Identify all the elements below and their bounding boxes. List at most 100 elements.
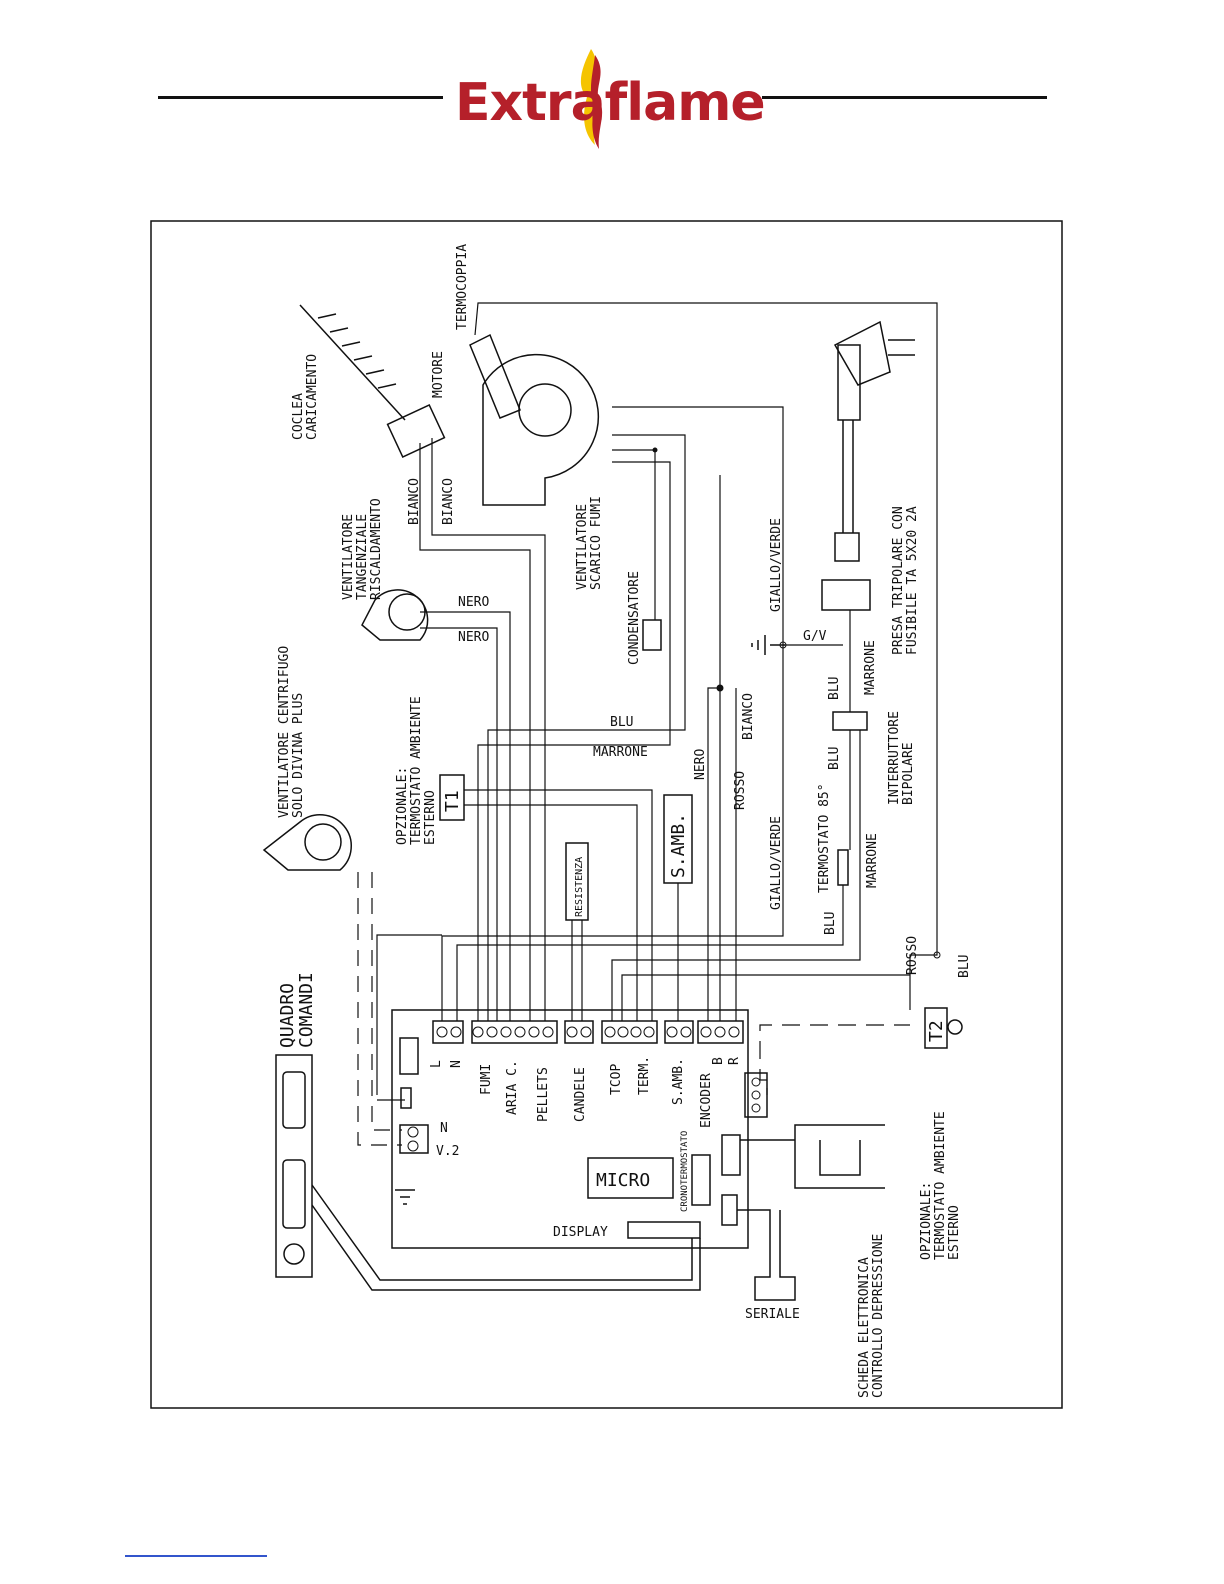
screw-pellets-1 <box>528 1026 540 1038</box>
thermocouple-probe <box>469 333 521 419</box>
label-term-tcop: TCOP <box>609 1064 624 1095</box>
power-plug <box>833 320 915 386</box>
screw-fumi-2 <box>486 1026 498 1038</box>
label-nero-1: NERO <box>458 595 489 610</box>
t2-thermostat <box>924 1007 948 1049</box>
terminal-block-candele <box>564 1020 594 1044</box>
terminal-block-samb <box>664 1020 694 1044</box>
label-resistenza: RESISTENZA <box>574 857 585 917</box>
power-socket <box>821 579 871 611</box>
screw-term-1 <box>630 1026 642 1038</box>
label-condensatore: CONDENSATORE <box>627 571 642 665</box>
label-v2-v: V.2 <box>436 1144 459 1159</box>
screw-fumi-1 <box>472 1026 484 1038</box>
t1-thermostat <box>439 774 465 821</box>
screw-enc-b <box>714 1026 726 1038</box>
label-seriale: SERIALE <box>745 1307 800 1322</box>
seriale-connector <box>721 1194 738 1226</box>
ground-symbol <box>751 635 785 655</box>
screw-pellets-2 <box>542 1026 554 1038</box>
label-term-b: B <box>711 1057 726 1065</box>
brand-name: Extraflame <box>455 73 766 133</box>
label-bianco-2: BIANCO <box>441 478 456 525</box>
label-marrone-3: MARRONE <box>593 745 648 760</box>
flame-icon <box>580 49 603 149</box>
seriale-cable <box>737 1209 796 1301</box>
label-blu-2: BLU <box>827 747 842 770</box>
terminal-block-power <box>432 1020 464 1044</box>
label-vc-2: SOLO DIVINA PLUS <box>291 693 306 818</box>
screw-t2-1 <box>751 1077 761 1087</box>
label-display: DISPLAY <box>553 1225 608 1240</box>
terminal-block-sensors <box>601 1020 658 1044</box>
safety-thermostat-85 <box>837 849 849 886</box>
display-connector <box>627 1221 701 1239</box>
label-bianco-3: BIANCO <box>741 693 756 740</box>
screw-candele-1 <box>566 1026 578 1038</box>
label-opz1-2: TERMOSTATO AMBIENTE <box>409 696 424 845</box>
footer-link-underline[interactable] <box>125 1555 267 1557</box>
label-term-candele: CANDELE <box>573 1067 588 1122</box>
label-marrone-1: MARRONE <box>863 640 878 695</box>
t2-bulb <box>947 1019 963 1035</box>
screw-tcop-1 <box>604 1026 616 1038</box>
screw-term-2 <box>643 1026 655 1038</box>
label-term-samb: S.AMB. <box>671 1058 686 1105</box>
crono-connector <box>691 1154 711 1206</box>
terminal-block-v2 <box>399 1124 429 1154</box>
label-quadro-2: COMANDI <box>296 972 317 1048</box>
screw-v2-2 <box>407 1140 419 1152</box>
junction-blu <box>933 951 941 959</box>
label-presa-2: FUSIBILE TA 5X20 2A <box>905 506 920 655</box>
bipolar-switch <box>832 711 868 731</box>
label-t1: T1 <box>442 790 463 812</box>
label-vt-2: TANGENZIALE <box>355 514 370 600</box>
label-interruttore-1: INTERRUTTORE <box>887 711 902 805</box>
tangential-fan-hub <box>388 593 426 631</box>
label-opz1-1: OPZIONALE: <box>395 767 410 845</box>
label-opz2-3: ESTERNO <box>947 1205 962 1260</box>
screw-t2-3 <box>751 1103 761 1113</box>
label-term-pellets: PELLETS <box>536 1067 551 1122</box>
diagram-frame <box>150 220 1063 1409</box>
label-s-amb-box: S.AMB. <box>668 813 689 878</box>
panel-cable <box>311 1184 701 1291</box>
label-vc-1: VENTILATORE CENTRIFUGO <box>277 646 292 818</box>
power-cord <box>837 344 861 533</box>
junction-cond <box>652 447 658 453</box>
label-term-aria: ARIA C. <box>505 1060 520 1115</box>
terminal-block-loads <box>471 1020 558 1044</box>
label-nero-3: NERO <box>693 749 708 780</box>
screw-candele-2 <box>580 1026 592 1038</box>
label-v2-n: N <box>440 1121 448 1136</box>
ignition-resistor <box>565 842 589 921</box>
label-scheda-2: CONTROLLO DEPRESSIONE <box>871 1234 886 1398</box>
label-vt-1: VENTILATORE <box>341 514 356 600</box>
label-term-term: TERM. <box>637 1056 652 1095</box>
brand-logo: Extraflame <box>455 45 766 160</box>
label-term-n: N <box>449 1060 464 1068</box>
label-bianco-1: BIANCO <box>407 478 422 525</box>
label-t2: T2 <box>926 1020 947 1042</box>
board-fuse-block <box>399 1037 419 1075</box>
screw-enc-r <box>728 1026 740 1038</box>
label-blu-5: BLU <box>610 715 633 730</box>
board-ground-symbol <box>395 1189 415 1205</box>
pressure-sensor <box>740 1124 885 1189</box>
screw-samb-2 <box>680 1026 692 1038</box>
screw-tcop-2 <box>617 1026 629 1038</box>
tangential-fan <box>361 589 429 641</box>
control-board <box>391 1009 749 1249</box>
header-rule-right <box>762 96 1047 99</box>
screw-enc-1 <box>700 1026 712 1038</box>
label-nero-2: NERO <box>458 630 489 645</box>
control-panel <box>275 1054 313 1278</box>
label-interruttore-2: BIPOLARE <box>901 742 916 805</box>
label-motore: MOTORE <box>431 351 446 398</box>
centrifugal-fan-ventilatore <box>262 814 352 871</box>
label-blu-1: BLU <box>827 677 842 700</box>
label-giallo-verde-2: GIALLO/VERDE <box>769 816 784 910</box>
label-vt-3: RISCALDAMENTO <box>369 498 384 600</box>
micro-chip <box>587 1157 674 1199</box>
wires <box>357 302 938 1146</box>
